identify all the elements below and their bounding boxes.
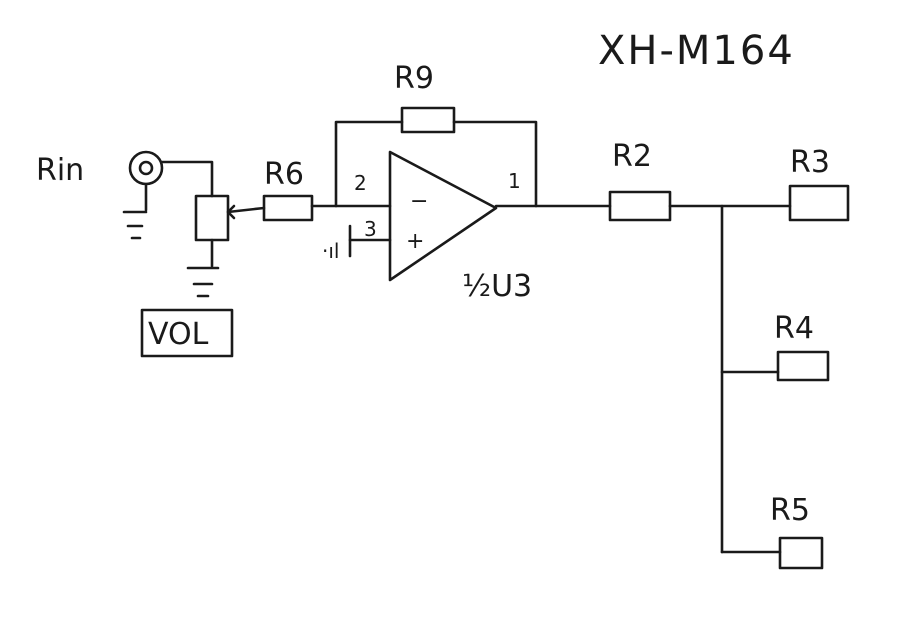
- pot-ground-symbol: [186, 266, 220, 298]
- input-label: Rin: [36, 153, 84, 188]
- misc-mark: ·ıl: [322, 239, 339, 263]
- opamp-pin-2: 2: [354, 171, 367, 195]
- board-title: XH-M164: [598, 28, 795, 74]
- resistor-r5-label: R5: [770, 493, 810, 528]
- opamp-minus-sign: −: [410, 189, 428, 214]
- resistor-r6: [262, 194, 392, 222]
- resistor-r3-label: R3: [790, 145, 830, 180]
- resistor-r4: [776, 350, 830, 382]
- opamp-pin-3: 3: [364, 217, 377, 241]
- volume-potentiometer: [194, 194, 266, 268]
- resistor-r4-label: R4: [774, 311, 814, 346]
- resistor-r6-label: R6: [264, 157, 304, 192]
- resistor-r9-label: R9: [394, 61, 434, 96]
- jack-ground-symbol: [122, 210, 148, 240]
- opamp-pin-1: 1: [508, 169, 521, 193]
- opamp-label: ½U3: [462, 269, 532, 304]
- resistor-r2-label: R2: [612, 139, 652, 174]
- opamp-symbol: [348, 150, 498, 282]
- resistor-r5: [778, 536, 824, 570]
- volume-label-box: [140, 308, 234, 358]
- opamp-plus-sign: +: [406, 229, 424, 254]
- feedback-network: [334, 106, 538, 208]
- resistor-r3: [788, 184, 850, 222]
- wire-jack-to-pot: [160, 160, 214, 198]
- input-jack: [128, 150, 164, 212]
- resistor-r2: [608, 190, 672, 222]
- volume-label: VOL: [148, 317, 209, 352]
